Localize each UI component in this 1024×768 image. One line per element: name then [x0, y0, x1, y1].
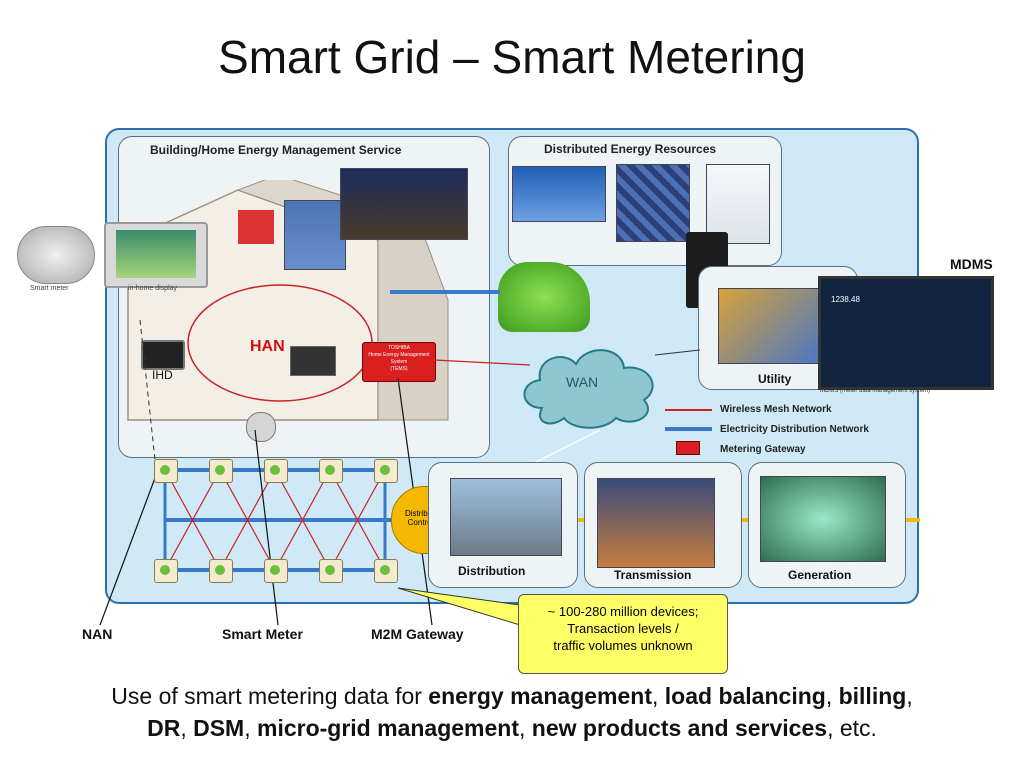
mdms-screen-value: 1238.48 — [831, 295, 860, 304]
battery-image — [512, 166, 606, 222]
television-image — [290, 346, 336, 376]
solar-panel-image — [616, 164, 690, 242]
substation-image — [450, 478, 562, 556]
nan-pointer — [99, 477, 156, 626]
footer-bold-billing: billing — [838, 683, 907, 709]
footer-text: , — [652, 683, 665, 709]
footer-text: , — [180, 715, 194, 741]
device-count-callout: ~ 100-280 million devices; Transaction l… — [518, 594, 728, 674]
callout-pointer — [397, 587, 521, 626]
wireless-link-gateway-wan — [433, 359, 531, 366]
night-city-image — [340, 168, 468, 240]
building-energy-title: Building/Home Energy Management Service — [150, 143, 402, 157]
footer-text: , etc. — [827, 715, 877, 741]
footer-text: Use of smart metering data for — [111, 683, 429, 709]
smart-meter-device-caption: Smart meter — [30, 285, 69, 292]
callout-line-1: ~ 100-280 million devices; — [547, 604, 699, 619]
mdms-monitor: 1238.48 — [818, 276, 994, 390]
nan-house-node-icon — [264, 459, 288, 483]
metering-gateway-legend-icon — [676, 441, 700, 455]
transmission-label: Transmission — [614, 568, 692, 582]
smart-meter-device-image — [17, 226, 95, 284]
distribution-label: Distribution — [458, 564, 526, 578]
legend-wireless-mesh: Wireless Mesh Network — [720, 404, 832, 415]
nan-house-node-icon — [264, 559, 288, 583]
footer-bold-new-products: new products and services — [531, 715, 828, 741]
smart-meter-label: Smart Meter — [222, 626, 303, 642]
city-building-image — [284, 200, 346, 270]
page-title: Smart Grid – Smart Metering — [218, 31, 806, 83]
nan-house-node-icon — [154, 459, 178, 483]
ihd-label: IHD — [152, 368, 173, 382]
nan-house-node-icon — [319, 459, 343, 483]
footer-bold-energy-management: energy management — [428, 683, 652, 709]
footer-line-1: Use of smart metering data for energy ma… — [20, 680, 1004, 712]
wind-turbine-image — [706, 164, 770, 244]
wan-utility-link — [654, 349, 701, 356]
house-smart-meter-icon — [246, 412, 276, 442]
han-label: HAN — [250, 338, 285, 355]
callout-line-2: Transaction levels / — [567, 621, 679, 636]
currency-image — [718, 288, 820, 364]
power-plant-image — [760, 476, 886, 562]
electric-car-image — [498, 262, 590, 332]
nan-label: NAN — [82, 626, 113, 642]
generation-label: Generation — [788, 568, 852, 582]
legend-metering-gateway: Metering Gateway — [720, 444, 806, 455]
footer-bold-load-balancing: load balancing — [664, 683, 826, 709]
footer-text: , — [825, 683, 839, 709]
footer-line-2: DR, DSM, micro-grid management, new prod… — [20, 712, 1004, 744]
utility-label: Utility — [758, 372, 792, 386]
ihd-screen-icon — [141, 340, 185, 370]
distribution-controller-label: Distribution Controller — [404, 509, 445, 527]
nan-house-node-icon — [154, 559, 178, 583]
nan-house-node-icon — [209, 559, 233, 583]
footer-bold-dr: DR — [147, 715, 181, 741]
wan-cloud — [523, 349, 654, 429]
wan-label: WAN — [566, 374, 599, 390]
footer-bold-dsm: DSM — [193, 715, 245, 741]
nan-house-node-icon — [374, 459, 398, 483]
footer-text: , — [519, 715, 532, 741]
footer-bold-micro-grid: micro-grid management — [257, 715, 519, 741]
footer-text: , — [906, 683, 913, 709]
m2m-gateway-label: M2M Gateway — [371, 626, 464, 642]
mdms-label: MDMS — [950, 256, 993, 272]
mdms-caption: MDMS (meter data management system) — [820, 388, 931, 394]
nan-house-node-icon — [319, 559, 343, 583]
nan-house-node-icon — [374, 559, 398, 583]
footer-text: , — [244, 715, 257, 741]
metering-gateway-text: TOSHIBA Home Energy Management System (T… — [368, 345, 430, 372]
metering-gateway-box: TOSHIBA Home Energy Management System (T… — [362, 342, 436, 382]
in-home-display-caption: in-home display — [128, 285, 178, 292]
nan-house-node-icon — [209, 459, 233, 483]
legend-electricity-distribution: Electricity Distribution Network — [720, 424, 869, 435]
smart-meter-pointer — [254, 429, 279, 626]
in-home-display-image — [104, 222, 208, 288]
callout-line-3: traffic volumes unknown — [553, 638, 693, 653]
transmission-tower-image — [597, 478, 715, 568]
der-title: Distributed Energy Resources — [544, 142, 717, 156]
